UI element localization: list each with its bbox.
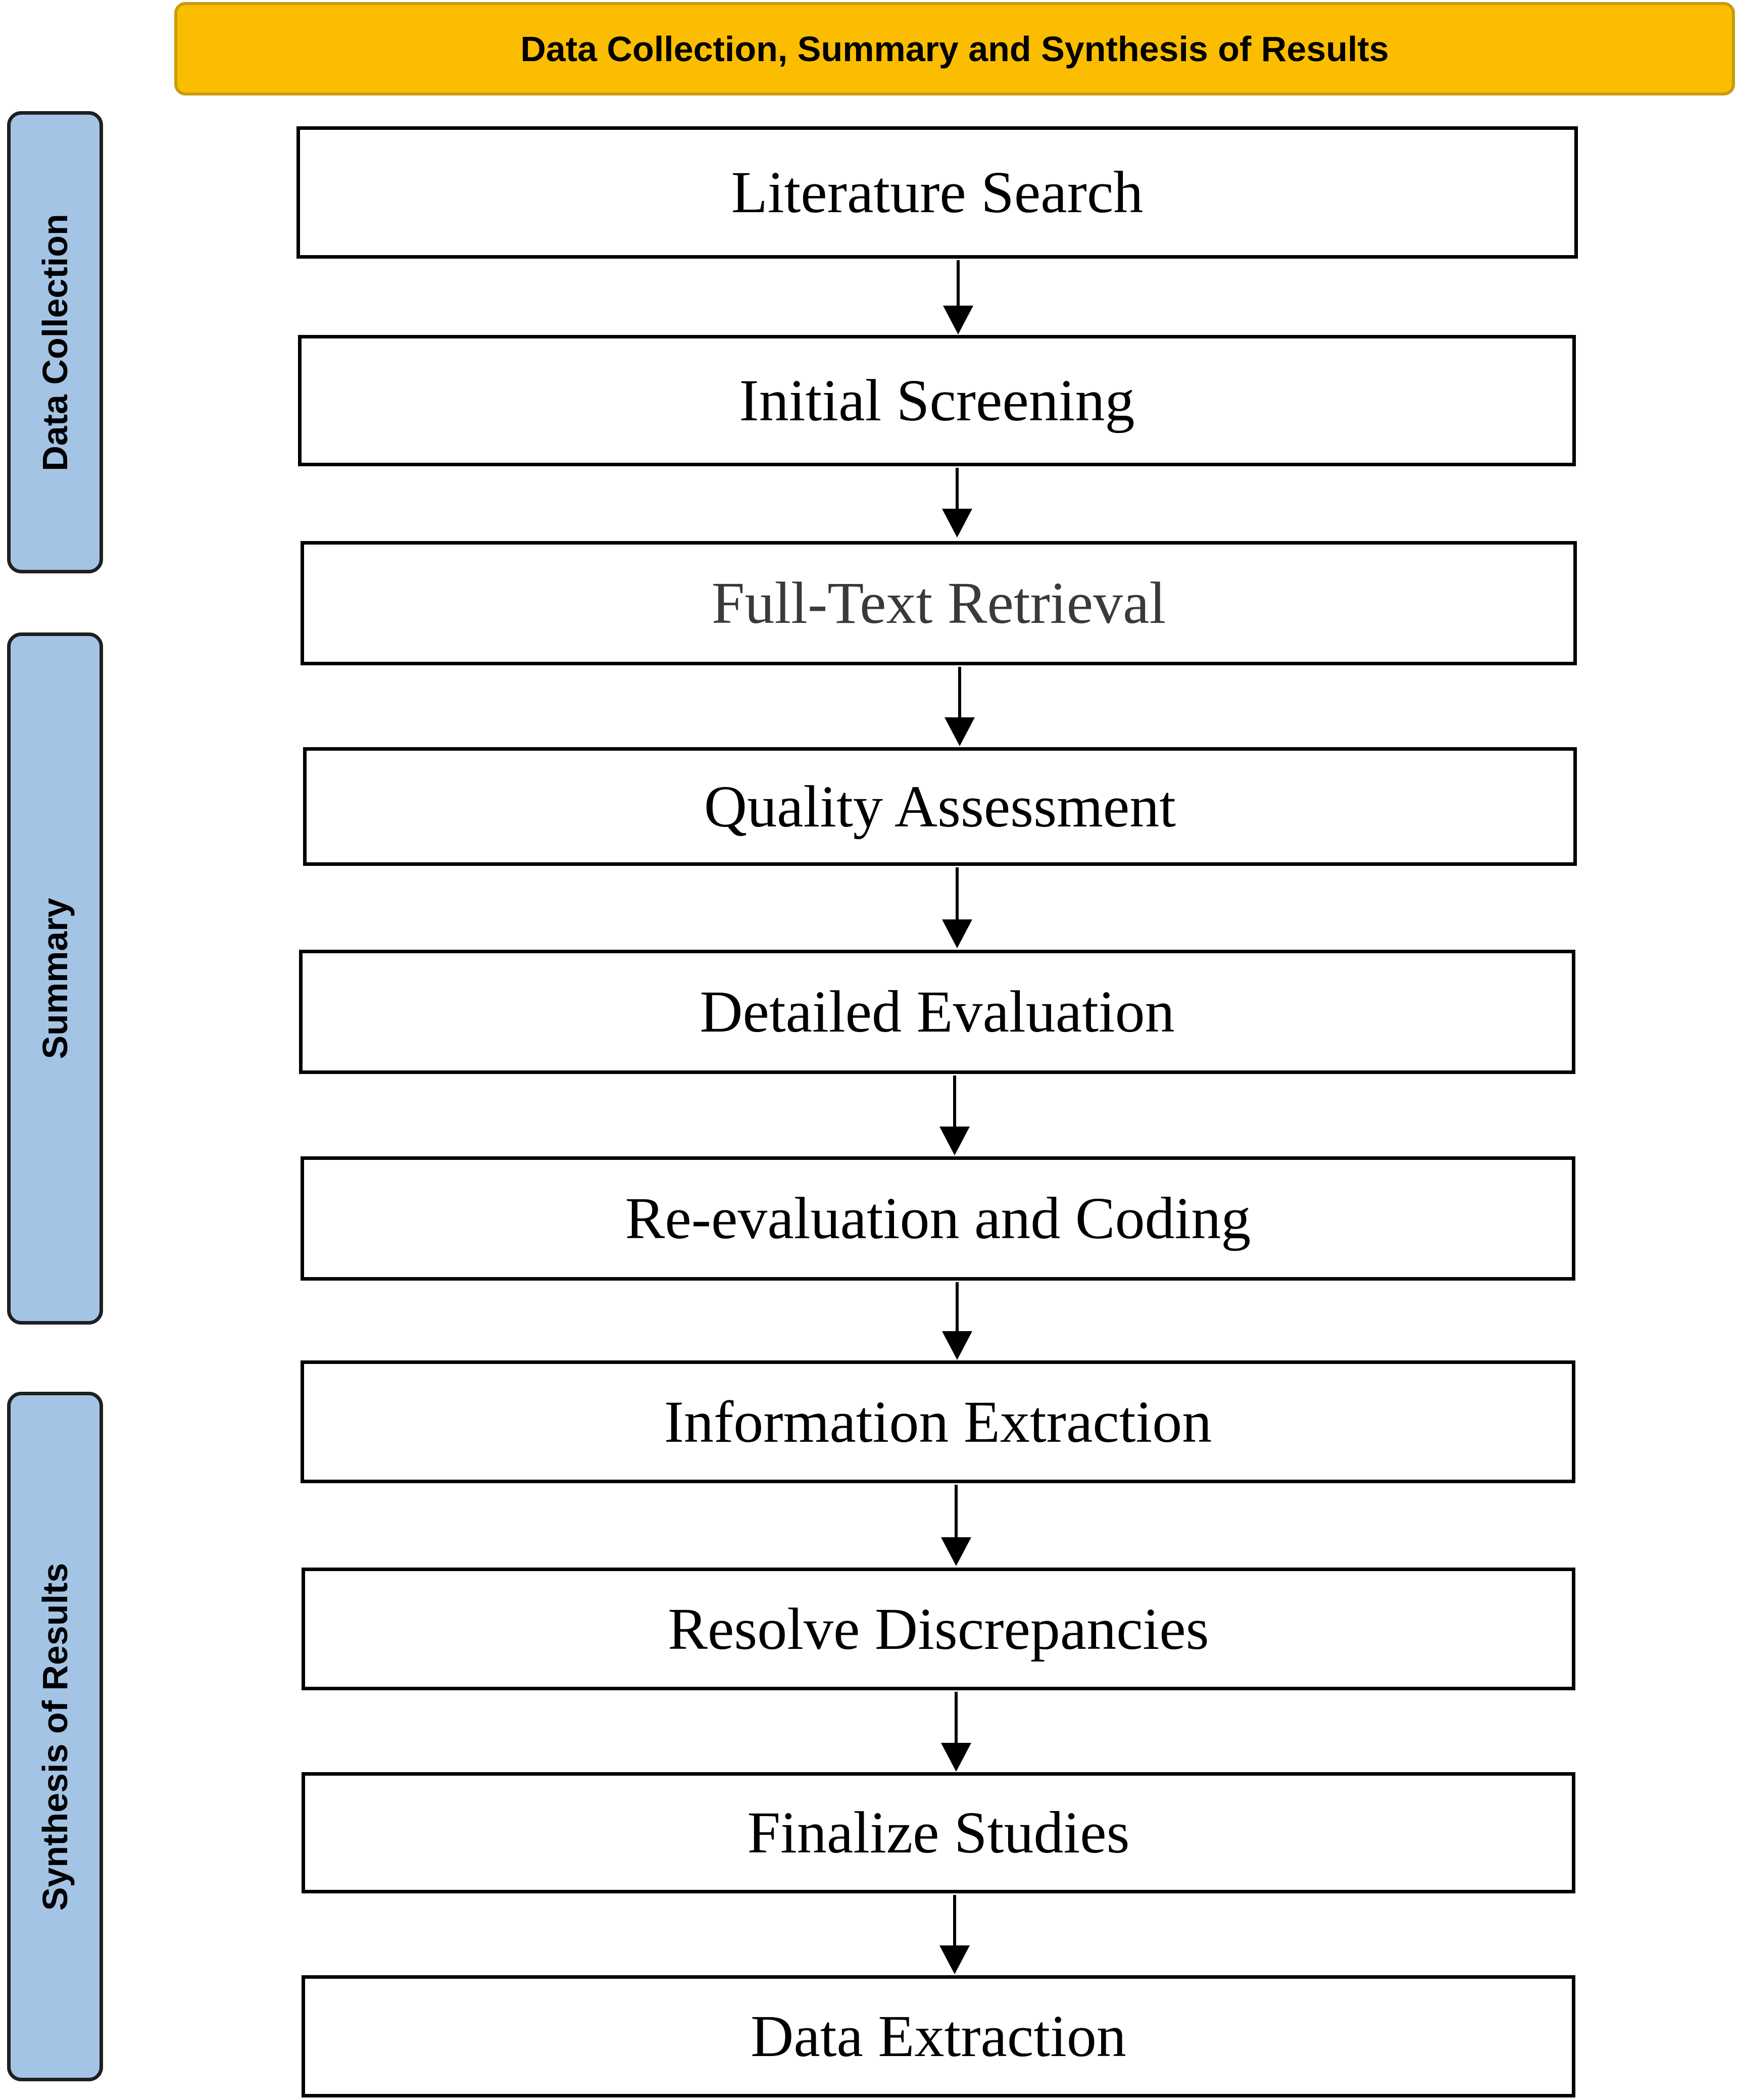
- step-label: Full-Text Retrieval: [711, 570, 1166, 636]
- step-label: Quality Assessment: [704, 773, 1176, 840]
- diagram-title: Data Collection, Summary and Synthesis o…: [520, 29, 1389, 69]
- step-label: Re-evaluation and Coding: [625, 1185, 1251, 1251]
- step-information-extraction: Information Extraction: [301, 1360, 1575, 1483]
- arrowhead-1: [943, 306, 973, 334]
- arrowhead-9: [939, 1945, 970, 1974]
- step-data-extraction: Data Extraction: [302, 1975, 1575, 2097]
- phase-data-collection: Data Collection: [7, 111, 103, 573]
- step-quality-assessment: Quality Assessment: [303, 747, 1577, 866]
- step-label: Data Extraction: [751, 2003, 1126, 2069]
- step-label: Finalize Studies: [747, 1799, 1130, 1866]
- diagram-title-banner: Data Collection, Summary and Synthesis o…: [174, 2, 1735, 95]
- step-label: Detailed Evaluation: [700, 979, 1175, 1045]
- phase-summary: Summary: [7, 632, 103, 1325]
- step-label: Information Extraction: [664, 1388, 1212, 1455]
- step-label: Literature Search: [731, 159, 1144, 225]
- step-resolve-discrepancies: Resolve Discrepancies: [302, 1568, 1575, 1690]
- arrowhead-2: [942, 509, 972, 538]
- arrowhead-6: [942, 1331, 972, 1360]
- step-finalize-studies: Finalize Studies: [302, 1772, 1575, 1893]
- phase-synthesis-of-results: Synthesis of Results: [7, 1392, 103, 2081]
- step-label: Resolve Discrepancies: [668, 1595, 1209, 1662]
- step-literature-search: Literature Search: [296, 126, 1578, 259]
- arrowhead-3: [945, 717, 975, 746]
- step-full-text-retrieval: Full-Text Retrieval: [301, 541, 1577, 665]
- arrowhead-5: [939, 1127, 970, 1155]
- step-label: Initial Screening: [739, 367, 1135, 433]
- step-re-evaluation-and-coding: Re-evaluation and Coding: [301, 1156, 1575, 1281]
- arrowhead-4: [942, 919, 972, 948]
- step-detailed-evaluation: Detailed Evaluation: [299, 950, 1575, 1074]
- step-initial-screening: Initial Screening: [298, 335, 1576, 466]
- arrowhead-8: [941, 1743, 971, 1772]
- arrowhead-7: [941, 1537, 971, 1566]
